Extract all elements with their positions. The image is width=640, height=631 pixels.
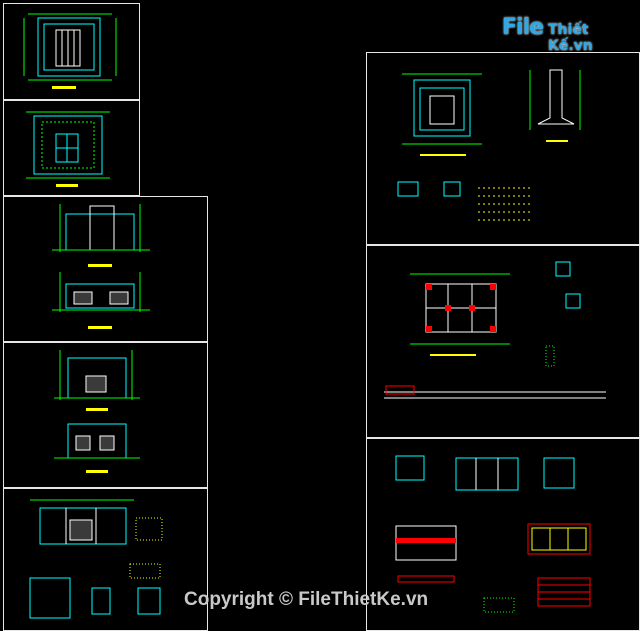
logo-site-text: Thiết Kế.vn [548,22,593,54]
elevation-drawing-1 [52,204,150,329]
sheet-roof-plan[interactable] [3,100,140,196]
logo-file-text: File [502,15,544,40]
filethietke-logo: File Thiết Kế.vn [502,13,614,54]
copyright-watermark: Copyright © FileThietKe.vn [184,589,429,610]
roof-plan-drawing [26,111,110,187]
column-plan-drawing [384,261,606,399]
elevation-drawing-2 [54,350,140,473]
sheet-elevations-a[interactable] [3,196,208,342]
sheet-elevations-b[interactable] [3,342,208,488]
section-drawing [29,499,163,619]
slab-details-drawing [395,455,591,613]
sheet-floor-plan[interactable] [3,3,140,100]
floor-plan-drawing [23,13,117,89]
foundation-plan-drawing [397,69,581,221]
